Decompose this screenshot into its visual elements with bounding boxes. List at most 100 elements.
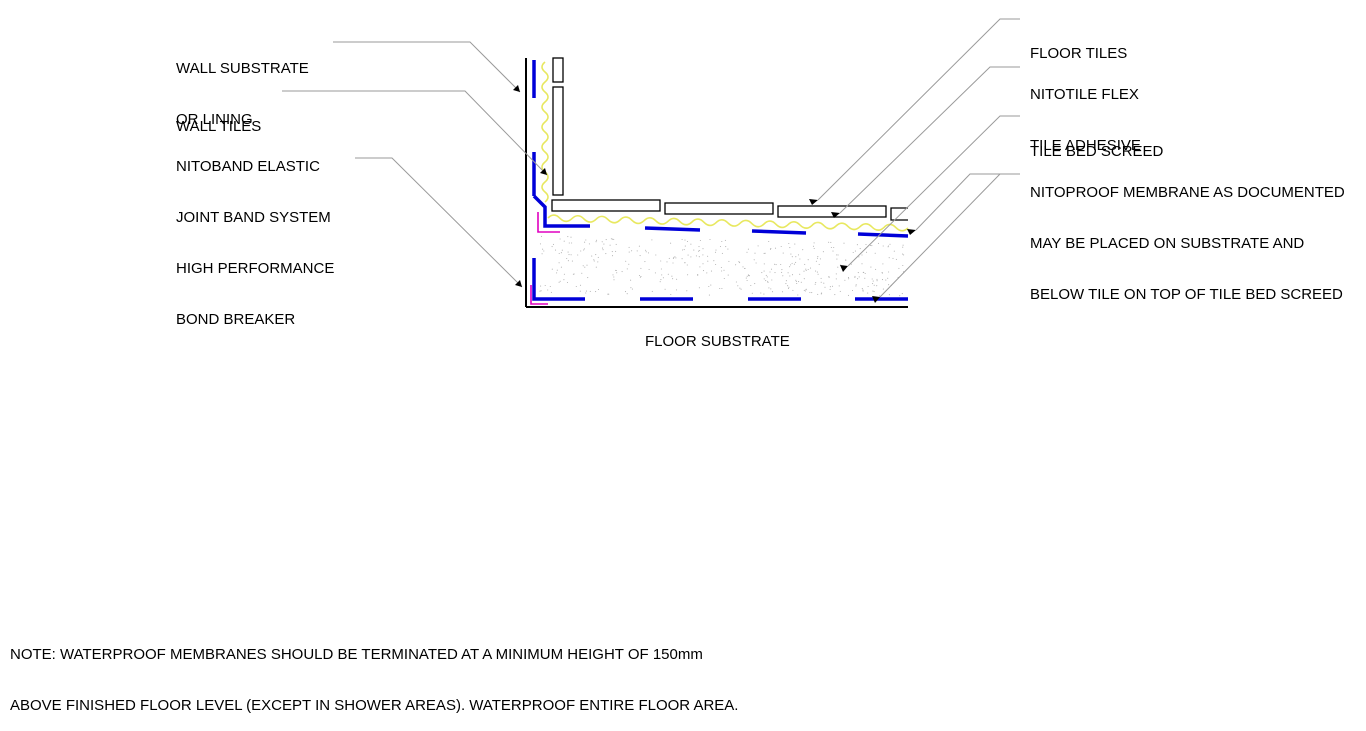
screed-speckle: [869, 244, 872, 246]
screed-speckle: [563, 279, 565, 281]
screed-speckle: [613, 276, 615, 278]
screed-speckle: [558, 252, 560, 255]
screed-speckle: [698, 287, 700, 289]
screed-speckle: [740, 288, 742, 290]
screed-speckle: [858, 256, 860, 258]
label-line: NITOBAND ELASTIC: [176, 158, 320, 175]
screed-speckle: [608, 293, 610, 295]
screed-speckle: [584, 241, 586, 243]
screed-speckle: [670, 242, 672, 244]
screed-speckle: [567, 251, 569, 253]
screed-speckle: [843, 242, 845, 244]
screed-speckle: [719, 245, 722, 248]
screed-speckle: [645, 249, 647, 251]
screed-speckle: [859, 248, 861, 250]
screed-speckle: [595, 239, 598, 241]
screed-speckle: [593, 260, 595, 262]
screed-speckle: [585, 239, 587, 241]
screed-speckle: [624, 291, 627, 293]
screed-speckle: [870, 266, 872, 268]
screed-speckle: [708, 285, 710, 288]
screed-speckle: [662, 277, 664, 279]
screed-speckle: [621, 271, 623, 273]
screed-speckle: [817, 273, 819, 275]
screed-speckle: [539, 243, 542, 245]
screed-speckle: [764, 252, 766, 254]
screed-speckle: [854, 250, 856, 252]
screed-speckle: [631, 250, 633, 252]
screed-speckle: [686, 290, 688, 292]
screed-speckle: [805, 289, 807, 291]
label-floor-substrate: FLOOR SUBSTRATE: [645, 333, 790, 350]
screed-speckle: [865, 243, 867, 246]
screed-speckle: [798, 281, 800, 283]
screed-speckle: [765, 274, 767, 276]
screed-speckle: [888, 284, 890, 286]
screed-speckle: [681, 258, 683, 260]
screed-speckle: [542, 248, 544, 250]
screed-speckle: [581, 272, 583, 274]
label-line: FLOOR TILES: [1030, 45, 1128, 62]
screed-speckle: [761, 272, 763, 274]
screed-speckle: [832, 250, 834, 252]
screed-speckle: [702, 270, 705, 272]
screed-speckle: [645, 251, 647, 253]
screed-speckle: [699, 239, 701, 242]
note-line: NOTE: WATERPROOF MEMBRANES SHOULD BE TER…: [10, 646, 703, 663]
screed-speckle: [882, 245, 884, 247]
screed-speckle: [601, 241, 603, 243]
screed-speckle: [836, 258, 838, 260]
screed-speckle: [639, 255, 641, 257]
label-line: MAY BE PLACED ON SUBSTRATE AND: [1030, 235, 1305, 252]
screed-speckle: [626, 268, 628, 270]
screed-speckle: [673, 256, 675, 258]
screed-speckle: [597, 288, 600, 291]
screed-speckle: [572, 273, 574, 275]
waterproof-membrane: [532, 60, 909, 301]
screed-speckle: [706, 272, 708, 274]
screed-speckle: [721, 240, 723, 243]
screed-speckle: [549, 285, 551, 288]
screed-speckle: [879, 295, 881, 297]
screed-speckle: [768, 240, 770, 243]
bond-breaker: [530, 212, 560, 305]
screed-speckle: [686, 240, 689, 243]
screed-speckle: [855, 284, 857, 286]
screed-speckle: [721, 252, 723, 254]
screed-speckle: [769, 271, 771, 273]
screed-speckle: [848, 278, 850, 280]
screed-speckle: [852, 251, 854, 254]
screed-speckle: [820, 277, 822, 279]
label-line: OR LINING: [176, 111, 253, 128]
screed-speckle: [774, 272, 776, 274]
screed-speckle: [885, 279, 887, 281]
screed-speckle: [556, 272, 558, 274]
substrate-outline: [525, 58, 908, 308]
screed-speckle: [667, 273, 669, 275]
label-line: TILE BED SCREED: [1030, 143, 1164, 160]
screed-speckle: [858, 276, 860, 278]
screed-speckle: [795, 261, 797, 263]
screed-speckle: [644, 261, 646, 263]
screed-speckle: [640, 275, 642, 278]
screed-speckle: [739, 262, 741, 264]
screed-speckle: [605, 253, 607, 255]
screed-speckle: [559, 238, 561, 240]
screed-speckle: [707, 260, 709, 262]
screed-speckle: [585, 290, 587, 292]
screed-speckle: [820, 293, 822, 295]
screed-speckle: [554, 249, 557, 251]
screed-speckle: [838, 285, 840, 287]
screed-speckle: [793, 263, 795, 265]
screed-speckle: [735, 281, 737, 283]
label-nitoband: NITOBAND ELASTIC JOINT BAND SYSTEM HIGH …: [176, 124, 334, 345]
screed-speckle: [898, 267, 900, 269]
screed-speckle: [872, 290, 874, 292]
screed-speckle: [719, 287, 721, 290]
screed-speckle: [687, 254, 689, 256]
screed-speckle: [771, 291, 774, 293]
screed-speckle: [698, 250, 700, 252]
screed-speckle: [670, 293, 672, 296]
tile-bed-screed: [539, 235, 905, 297]
screed-speckle: [862, 271, 864, 273]
